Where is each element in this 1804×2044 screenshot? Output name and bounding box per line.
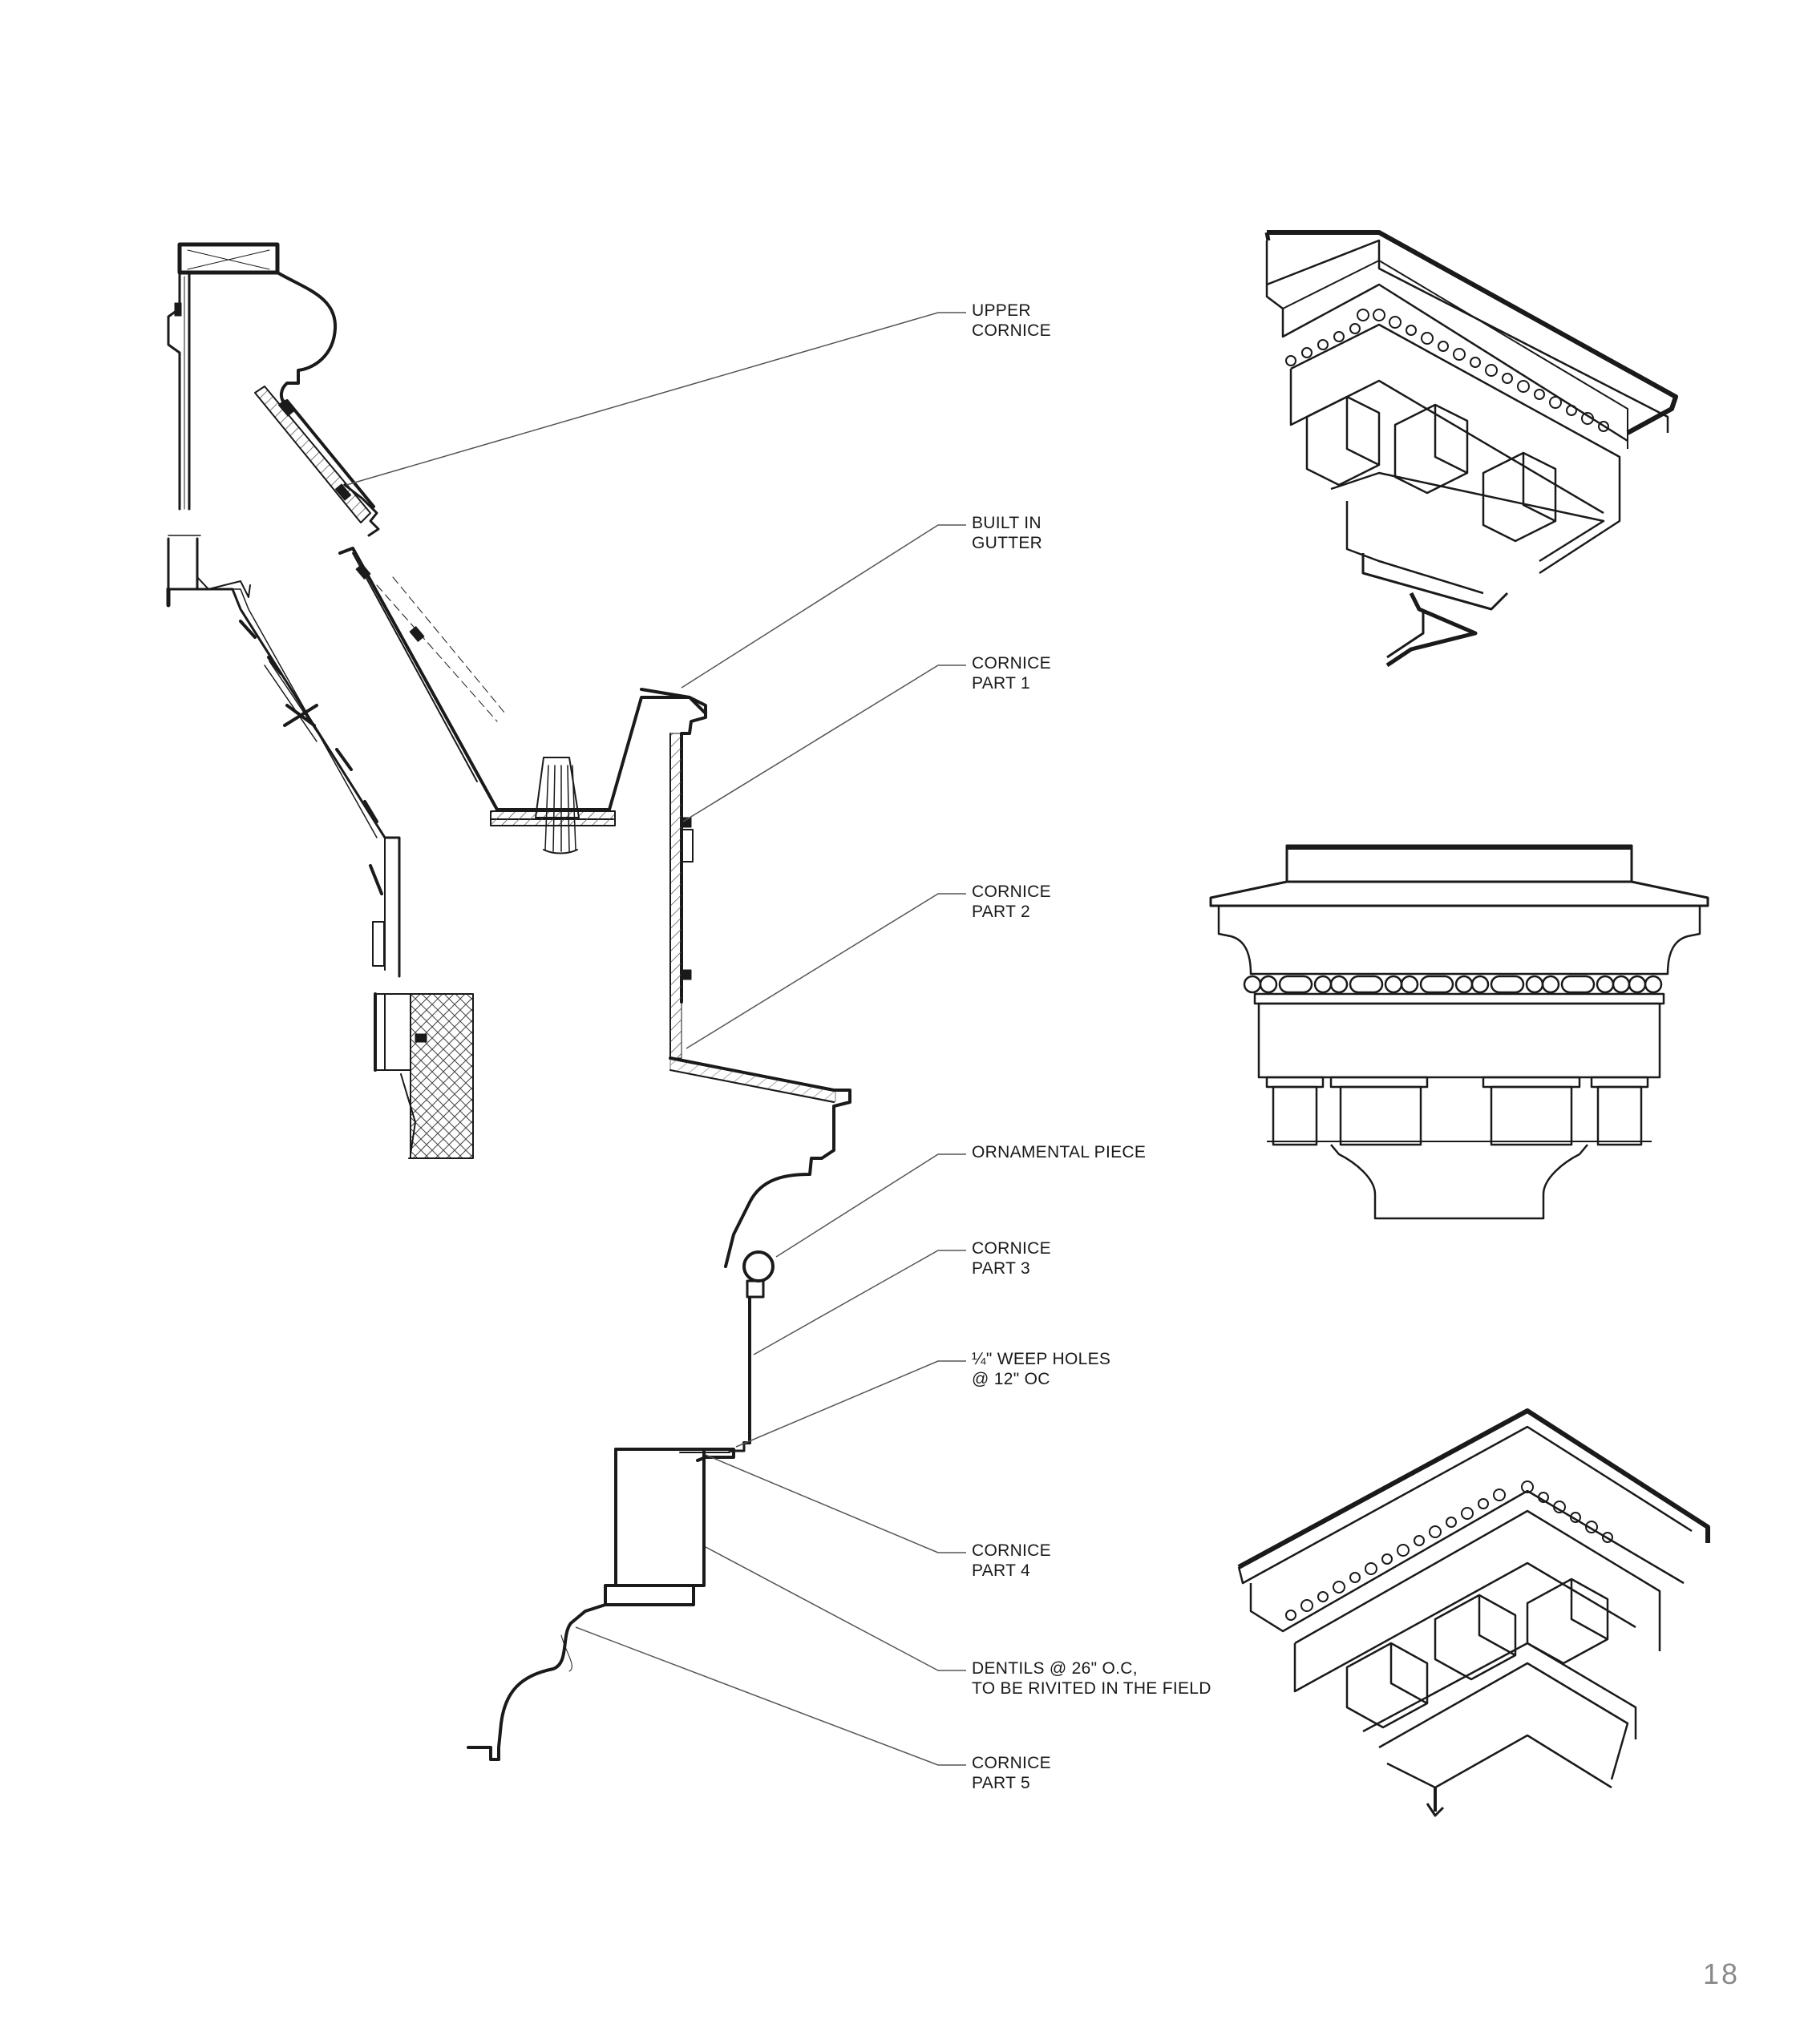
cornice-isometric-view-3 xyxy=(1237,1408,1710,1817)
label-cornice-part-2: CORNICE PART 2 xyxy=(972,883,1051,921)
leader-built-in-gutter xyxy=(681,524,966,689)
label-cornice-part-5: CORNICE PART 5 xyxy=(972,1754,1051,1792)
cornice-part-4-profile xyxy=(604,1448,735,1606)
leader-cornice-part-3 xyxy=(753,1250,966,1355)
leader-cornice-part-5 xyxy=(575,1626,966,1766)
roof-slope-assembly xyxy=(166,537,401,978)
label-upper-cornice: UPPER CORNICE xyxy=(972,301,1051,340)
label-cornice-part-3: CORNICE PART 3 xyxy=(972,1239,1051,1278)
leader-lines xyxy=(346,312,966,1766)
label-ornamental-piece: ORNAMENTAL PIECE xyxy=(972,1143,1147,1161)
cornice-elevation-view-2 xyxy=(1209,844,1709,1220)
leader-dentils xyxy=(705,1546,966,1671)
page-number: 18 xyxy=(1702,1957,1740,1990)
cornice-isometric-view-1 xyxy=(1264,230,1678,668)
bead-row xyxy=(1243,975,1663,994)
masonry-wall-block xyxy=(374,992,474,1159)
leader-ornamental-piece xyxy=(775,1153,966,1258)
leader-weep-holes xyxy=(735,1360,966,1448)
leader-cornice-part-1 xyxy=(682,665,966,822)
label-weep-holes: ¼" WEEP HOLES @ 12" OC xyxy=(972,1350,1111,1388)
label-dentils: DENTILS @ 26" O.C, TO BE RIVITED IN THE … xyxy=(972,1659,1211,1698)
label-built-in-gutter: BUILT IN GUTTER xyxy=(972,514,1043,552)
label-cornice-part-4: CORNICE PART 4 xyxy=(972,1541,1051,1580)
label-cornice-part-1: CORNICE PART 1 xyxy=(972,654,1051,693)
leader-cornice-part-4 xyxy=(705,1454,966,1553)
built-in-gutter-profile xyxy=(338,547,707,854)
dentil-blocks xyxy=(1265,1076,1649,1146)
upper-cornice-profile xyxy=(167,242,338,511)
cornice-part-1-profile xyxy=(640,688,707,1059)
leader-cornice-part-2 xyxy=(686,893,966,1049)
cornice-section-drawing xyxy=(166,242,851,1761)
ornamental-piece-profile xyxy=(732,1250,775,1452)
upper-sloped-member xyxy=(254,386,380,537)
cornice-part-5-profile xyxy=(467,1603,607,1761)
cornice-part-2-profile xyxy=(669,1056,851,1268)
leader-upper-cornice xyxy=(346,312,966,486)
egg-and-dart-beads xyxy=(1285,309,1609,432)
